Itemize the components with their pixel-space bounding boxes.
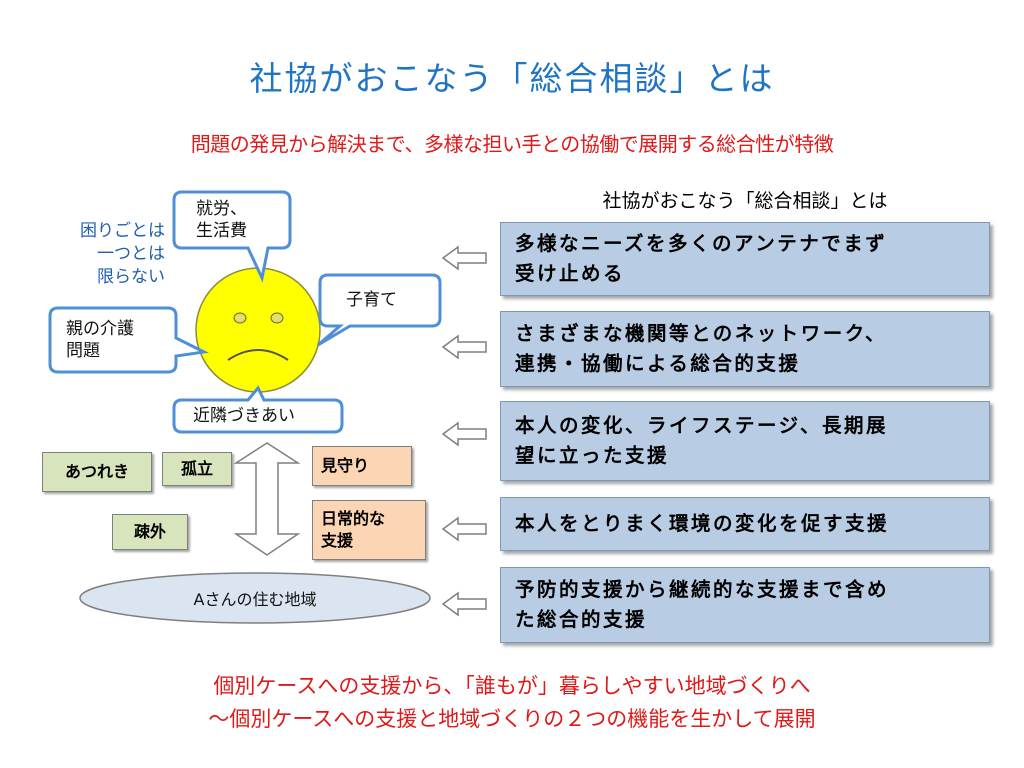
community-ellipse bbox=[79, 572, 431, 624]
left-arrow-icon bbox=[441, 334, 487, 360]
bubble-child-shape bbox=[317, 273, 442, 347]
tag-line: 日常的な bbox=[321, 509, 386, 528]
bubble-work-shape bbox=[172, 190, 292, 283]
tag-watch: 見守り bbox=[312, 446, 412, 486]
bubble-work-label: 就労、 生活費 bbox=[196, 198, 247, 242]
support-box-5: 予防的支援から継続的な支援まで含め た総合的支援 bbox=[500, 567, 990, 643]
tag-daily-support: 日常的な 支援 bbox=[312, 500, 426, 560]
bubble-line: 生活費 bbox=[196, 221, 247, 241]
bubble-neighbor-shape bbox=[172, 385, 344, 434]
support-box-text: 本人の変化、ライフステージ、長期展 望に立った支援 bbox=[515, 411, 888, 471]
tag-alienation: 疎外 bbox=[112, 514, 188, 550]
support-box-2: さまざまな機関等とのネットワーク、 連携・協働による総合的支援 bbox=[500, 311, 990, 387]
left-arrow-icon bbox=[441, 245, 487, 271]
bubble-neighbor-label: 近隣づきあい bbox=[193, 406, 295, 426]
right-panel-heading: 社協がおこなう「総合相談」とは bbox=[602, 190, 888, 212]
support-box-line: 連携・協働による総合的支援 bbox=[515, 352, 801, 375]
bubble-line: 問題 bbox=[66, 341, 100, 361]
left-arrow-icon bbox=[441, 591, 487, 617]
support-box-4: 本人をとりまく環境の変化を促す支援 bbox=[500, 497, 990, 551]
left-arrow-icon bbox=[441, 516, 487, 542]
bubble-care-label: 親の介護 問題 bbox=[66, 318, 134, 362]
support-box-text: さまざまな機関等とのネットワーク、 連携・協働による総合的支援 bbox=[515, 319, 887, 379]
tag-friction: あつれき bbox=[42, 452, 152, 492]
support-box-line: 予防的支援から継続的な支援まで含め bbox=[515, 578, 890, 601]
side-note-line: 一つとは bbox=[97, 244, 165, 264]
bottom-line-1: 個別ケースへの支援から、「誰もが」暮らしやすい地域づくりへ bbox=[213, 674, 811, 698]
double-headed-arrow-icon bbox=[233, 442, 301, 556]
side-note-line: 困りごとは bbox=[80, 221, 165, 241]
bubble-line: 親の介護 bbox=[66, 319, 134, 339]
bottom-line-2: ～個別ケースへの支援と地域づくりの２つの機能を生かして展開 bbox=[208, 707, 816, 731]
tag-line: 支援 bbox=[321, 531, 354, 550]
support-box-3: 本人の変化、ライフステージ、長期展 望に立った支援 bbox=[500, 401, 990, 481]
bubble-care-shape bbox=[48, 306, 209, 374]
support-box-text: 本人をとりまく環境の変化を促す支援 bbox=[515, 509, 889, 539]
support-box-line: 多様なニーズを多くのアンテナでまず bbox=[515, 232, 888, 255]
bubble-child-label: 子育て bbox=[346, 290, 397, 310]
left-arrow-icon bbox=[441, 421, 487, 447]
support-box-line: 本人をとりまく環境の変化を促す支援 bbox=[515, 512, 890, 535]
page-title: 社協がおこなう「総合相談」とは bbox=[249, 59, 775, 98]
support-box-line: さまざまな機関等とのネットワーク、 bbox=[515, 322, 888, 345]
tag-isolation: 孤立 bbox=[162, 452, 232, 486]
support-box-line: 望に立った支援 bbox=[515, 444, 670, 467]
support-box-text: 予防的支援から継続的な支援まで含め た総合的支援 bbox=[515, 575, 889, 635]
side-note: 困りごとは 一つとは 限らない bbox=[40, 220, 165, 289]
page-subtitle: 問題の発見から解決まで、多様な担い手との協働で展開する総合性が特徴 bbox=[190, 132, 834, 156]
side-note-line: 限らない bbox=[97, 267, 165, 287]
bubble-line: 就労、 bbox=[196, 199, 247, 219]
sad-face-icon bbox=[195, 267, 321, 393]
support-box-line: た総合的支援 bbox=[515, 608, 648, 631]
support-box-text: 多様なニーズを多くのアンテナでまず 受け止める bbox=[515, 229, 887, 289]
support-box-line: 受け止める bbox=[515, 262, 626, 285]
support-box-line: 本人の変化、ライフステージ、長期展 bbox=[515, 414, 889, 437]
community-label: Aさんの住む地域 bbox=[193, 590, 317, 609]
support-box-1: 多様なニーズを多くのアンテナでまず 受け止める bbox=[500, 222, 990, 296]
